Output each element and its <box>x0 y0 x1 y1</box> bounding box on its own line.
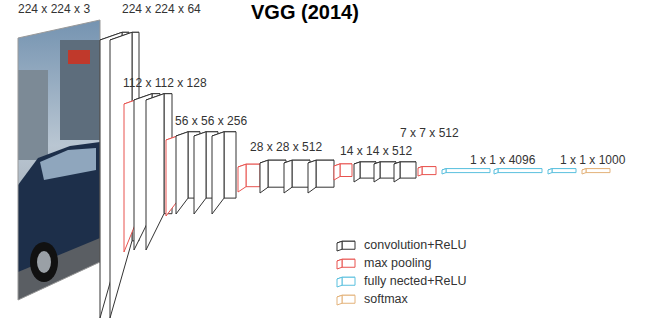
layer-block <box>374 162 396 182</box>
block-face <box>586 169 610 173</box>
block-face <box>494 169 498 174</box>
legend-text: softmax <box>364 292 408 306</box>
block-face <box>548 169 552 174</box>
block-face <box>146 94 164 250</box>
legend-swatch <box>335 273 359 289</box>
layer-block <box>394 162 416 182</box>
block-face <box>238 164 246 192</box>
legend-swatch <box>335 237 359 253</box>
dimension-label: 224 x 224 x 3 <box>18 2 90 16</box>
dimension-label: 1 x 1 x 4096 <box>470 153 535 167</box>
block-face <box>422 167 436 175</box>
swatch-face <box>342 295 355 303</box>
legend-item: fully nected+ReLU <box>335 272 467 289</box>
block-face <box>498 169 542 173</box>
input-image <box>10 10 110 310</box>
swatch-face <box>342 277 355 285</box>
legend-text: max pooling <box>364 256 431 270</box>
block-face <box>334 164 340 180</box>
swatch-face <box>337 259 342 269</box>
block-face <box>340 164 352 177</box>
layer-block <box>260 160 286 193</box>
legend-swatch <box>335 255 359 271</box>
block-face <box>246 164 260 187</box>
block-face <box>284 160 292 193</box>
block-face <box>446 169 490 173</box>
swatch-face <box>337 295 342 305</box>
legend-swatch <box>335 291 359 307</box>
layer-block <box>582 169 610 174</box>
dimension-label: 7 x 7 x 512 <box>400 126 459 140</box>
block-face <box>442 169 446 174</box>
legend-text: convolution+ReLU <box>364 238 467 252</box>
layer-block <box>238 164 260 192</box>
layer-blocks <box>100 32 610 318</box>
legend-text: fully nected+ReLU <box>364 274 467 288</box>
dimension-label: 14 x 14 x 512 <box>340 144 412 158</box>
block-face <box>316 160 334 187</box>
dimension-label: 56 x 56 x 256 <box>175 114 247 128</box>
dimension-label: 224 x 224 x 64 <box>122 2 201 16</box>
block-face <box>260 160 268 193</box>
diagram-title: VGG (2014) <box>251 1 359 24</box>
legend-item: softmax <box>335 290 408 307</box>
layer-block <box>308 160 334 193</box>
block-face <box>212 132 224 214</box>
layer-block <box>442 169 490 174</box>
layer-block <box>494 169 542 174</box>
block-face <box>394 162 400 182</box>
layer-block <box>354 162 376 182</box>
swatch-face <box>342 259 355 267</box>
block-face <box>354 162 360 182</box>
dimension-label: 112 x 112 x 128 <box>123 76 207 90</box>
block-face <box>374 162 380 182</box>
layer-block <box>284 160 310 193</box>
block-face <box>400 162 416 178</box>
layer-block <box>418 167 436 176</box>
block-face <box>552 169 576 173</box>
block-face <box>176 132 188 214</box>
dimension-label: 1 x 1 x 1000 <box>560 153 625 167</box>
block-face <box>308 160 316 193</box>
block-face <box>418 167 422 176</box>
block-face <box>194 132 206 214</box>
layer-block <box>334 164 352 180</box>
block-face <box>268 160 286 187</box>
block-face <box>292 160 310 187</box>
legend-item: convolution+ReLU <box>335 236 467 253</box>
legend-item: max pooling <box>335 254 431 271</box>
dimension-label: 28 x 28 x 512 <box>250 140 322 154</box>
swatch-face <box>337 241 342 251</box>
layer-block <box>548 169 576 174</box>
layer-block <box>212 132 236 214</box>
block-face <box>224 132 236 198</box>
swatch-face <box>337 277 342 287</box>
swatch-face <box>342 241 355 249</box>
block-face <box>582 169 586 174</box>
